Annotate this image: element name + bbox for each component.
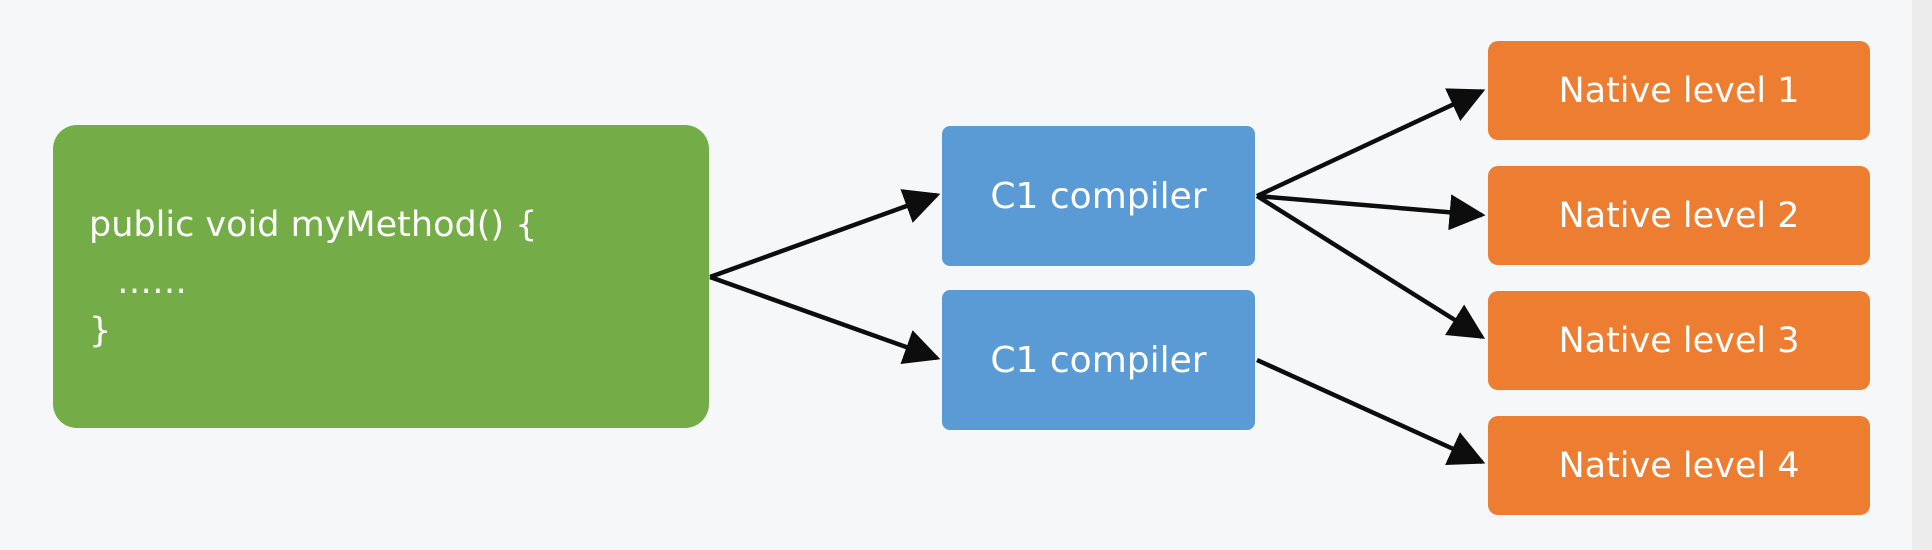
native-level-box-4: Native level 4 <box>1488 416 1870 515</box>
compiler-label-1: C1 compiler <box>990 175 1207 217</box>
native-level-label-2: Native level 2 <box>1558 195 1800 236</box>
code-line-signature: public void myMethod() { <box>89 205 538 245</box>
native-level-label-3: Native level 3 <box>1558 320 1800 361</box>
native-level-box-3: Native level 3 <box>1488 291 1870 390</box>
source-method-block: public void myMethod() { …… } <box>53 125 709 428</box>
native-level-label-4: Native level 4 <box>1558 445 1800 486</box>
native-level-label-1: Native level 1 <box>1558 70 1800 111</box>
native-level-box-1: Native level 1 <box>1488 41 1870 140</box>
window-edge <box>1912 0 1932 550</box>
compiler-box-1: C1 compiler <box>942 126 1255 266</box>
code-line-closing-brace: } <box>89 311 112 351</box>
native-level-box-2: Native level 2 <box>1488 166 1870 265</box>
compiler-box-2: C1 compiler <box>942 290 1255 430</box>
compiler-label-2: C1 compiler <box>990 339 1207 381</box>
code-line-ellipsis: …… <box>117 262 187 302</box>
